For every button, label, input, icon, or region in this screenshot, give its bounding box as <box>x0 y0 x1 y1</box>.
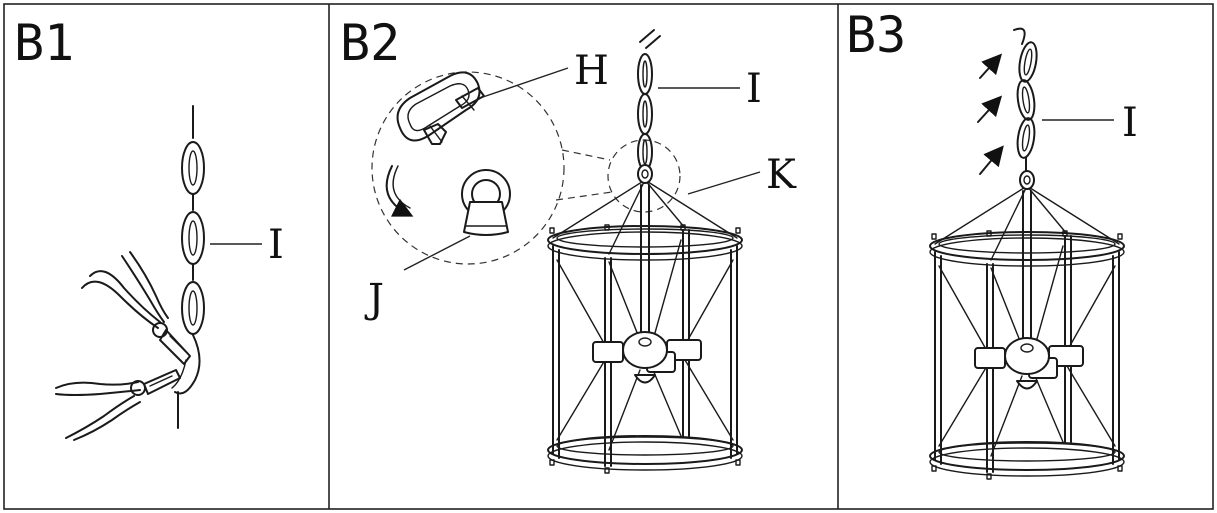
panel-b2-title: B2 <box>340 14 400 72</box>
label-b3-i: I <box>1122 100 1138 146</box>
panel-b3-title: B3 <box>846 6 906 64</box>
chain-b2 <box>637 29 661 171</box>
leader-k <box>687 171 761 195</box>
panel-b1-title: B1 <box>14 14 74 72</box>
label-k: K <box>766 152 797 198</box>
pliers-upper <box>81 251 191 365</box>
label-h: H <box>574 48 609 94</box>
hook-loop <box>461 169 511 236</box>
label-b2-i: I <box>746 66 762 112</box>
pendant-fixture <box>547 164 743 474</box>
label-b1-i: I <box>268 222 284 268</box>
panel-b3: B3 I <box>846 6 1138 480</box>
chain-b3 <box>1013 27 1038 173</box>
detail-connector-top <box>561 149 611 161</box>
panel-b2: B2 H J <box>340 14 797 474</box>
quick-link <box>396 71 485 145</box>
chain <box>171 105 205 429</box>
leader-h <box>479 67 569 99</box>
detail-connector-bottom <box>555 191 613 201</box>
leader-j <box>403 235 471 271</box>
detail-circle <box>371 71 565 265</box>
sheet-border <box>3 3 1214 510</box>
rotate-arrow-icon <box>385 165 414 217</box>
panel-b1: B1 <box>14 14 284 441</box>
label-j: J <box>364 276 384 322</box>
pendant-fixture-b3 <box>929 170 1125 480</box>
lift-arrows-icon <box>977 53 1004 175</box>
pliers-lower <box>55 369 181 441</box>
